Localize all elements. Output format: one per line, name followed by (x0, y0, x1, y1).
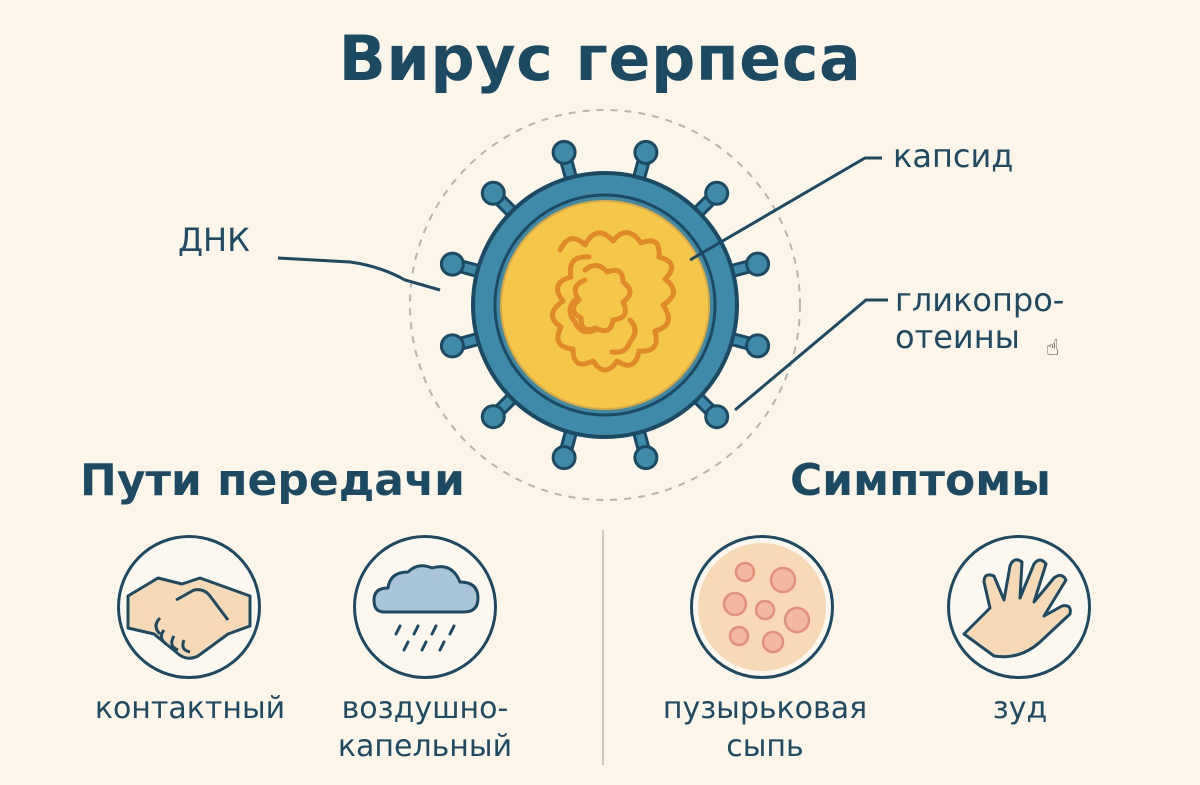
dna-label: ДНК (178, 221, 250, 259)
rash-icon-circle (690, 535, 834, 679)
page-title: Вирус герпеса (338, 22, 862, 95)
glycoprotein-spike-knob (551, 445, 577, 471)
symptom-caption-rash: пузырьковая сыпь (645, 690, 885, 765)
glycoprotein-spike-knob (633, 139, 659, 165)
symptoms-heading: Симптомы (790, 455, 1051, 506)
glycoproteins-label-line1: гликопро- (895, 281, 1065, 319)
dna-strand-inner (567, 263, 638, 355)
envelope-dashed-circle (409, 109, 801, 501)
transmission-caption-airborne: воздушно- капельный (315, 690, 535, 765)
hand-cursor-icon: ☝ (1046, 336, 1060, 361)
glycoprotein-spike-knob (480, 404, 506, 430)
capsid-pointer-line (689, 156, 882, 262)
rain-cloud-icon-circle (353, 535, 497, 679)
transmission-caption-airborne-line1: воздушно- (341, 691, 509, 726)
glycoprotein-spike-knob (704, 180, 730, 206)
capsid-label: капсид (893, 137, 1014, 175)
hand-icon (962, 558, 1072, 659)
capsid-inner-ring (493, 193, 717, 417)
rash-icon (698, 543, 826, 671)
symptom-caption-itch: зуд (992, 691, 1048, 726)
glycoproteins-label: гликопро- отеины (895, 282, 1064, 356)
hand-icon-circle (947, 535, 1091, 679)
glycoprotein-spike-knob (633, 445, 659, 471)
glycoproteins-label-line2: отеины (895, 317, 1020, 356)
glycoprotein-spike-knob (745, 333, 771, 359)
glycoprotein-spike-knob (480, 180, 506, 206)
transmission-heading: Пути передачи (80, 455, 465, 506)
transmission-caption-airborne-line2: капельный (337, 728, 513, 764)
glycoprotein-spike-knob (704, 404, 730, 430)
symptom-caption-rash-line2: сыпь (726, 728, 804, 764)
glycoprotein-spike-knob (551, 139, 577, 165)
handshake-icon-circle (117, 535, 261, 679)
rain-cloud-icon (372, 564, 480, 652)
glycoprotein-pointer-line (734, 298, 888, 412)
dna-strand (550, 230, 676, 373)
transmission-caption-contact: контактный (94, 691, 286, 726)
glycoprotein-spike-knob (439, 333, 465, 359)
handshake-icon (126, 576, 252, 660)
glycoprotein-spike-knob (745, 251, 771, 277)
symptom-caption-rash-line1: пузырьковая (662, 691, 868, 726)
glycoprotein-spike-knob (439, 251, 465, 277)
dna-pointer-line (277, 256, 441, 292)
